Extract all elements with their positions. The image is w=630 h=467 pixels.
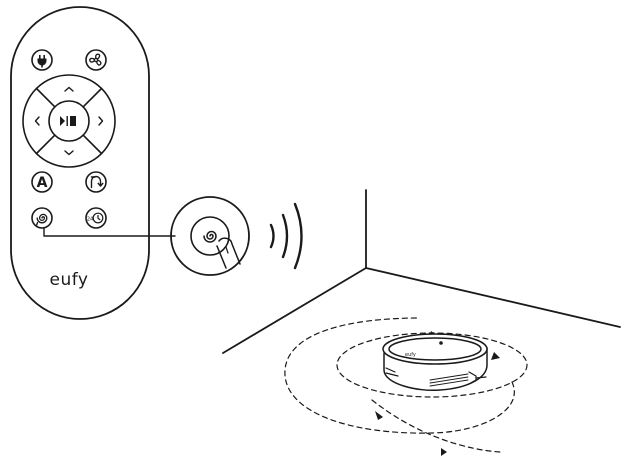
edge-clean-icon <box>92 177 103 188</box>
chevron-down-icon <box>65 151 73 155</box>
chevron-right-icon <box>99 117 103 125</box>
robot-vacuum-icon: eufy <box>383 334 487 390</box>
robot-logo: eufy <box>405 352 416 358</box>
remote-control: A 24 eufy <box>11 7 149 319</box>
chevron-left-icon <box>36 117 40 125</box>
spot-clean-spiral-icon <box>204 232 216 242</box>
auto-clean-icon: A <box>37 175 48 191</box>
direction-pad <box>23 75 115 167</box>
schedule-button[interactable]: 24 <box>86 208 106 228</box>
fan-button[interactable] <box>86 50 106 70</box>
power-plug-icon <box>38 55 47 68</box>
svg-text:24: 24 <box>87 217 93 223</box>
wireless-signal-icon <box>271 204 302 268</box>
chevron-up-icon <box>65 88 73 92</box>
up-button[interactable] <box>65 88 73 92</box>
spot-button[interactable] <box>32 208 52 228</box>
right-button[interactable] <box>99 117 103 125</box>
auto-button[interactable]: A <box>32 172 52 192</box>
play-pause-icon <box>60 116 76 126</box>
callout-line <box>44 228 175 236</box>
edge-button[interactable] <box>86 172 106 192</box>
zoom-callout <box>171 197 249 275</box>
remote-brand-logo: eufy <box>50 270 89 290</box>
spot-clean-spiral-icon <box>37 214 47 222</box>
left-button[interactable] <box>36 117 40 125</box>
schedule-clock-icon: 24 <box>87 213 103 223</box>
power-button[interactable] <box>32 50 52 70</box>
fan-icon <box>90 54 101 65</box>
down-button[interactable] <box>65 151 73 155</box>
play-pause-button[interactable] <box>60 116 76 126</box>
